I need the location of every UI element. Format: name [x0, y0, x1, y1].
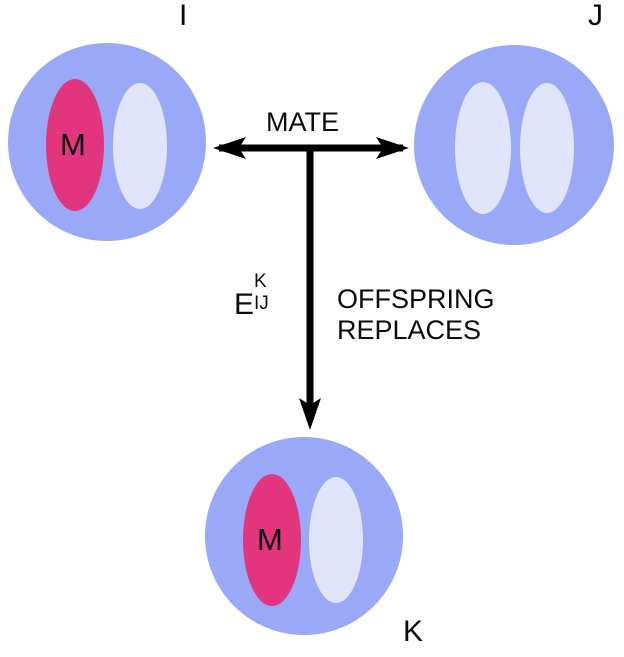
node-J	[414, 45, 614, 245]
node-label-J: J	[588, 0, 603, 32]
node-label-I: I	[179, 0, 188, 32]
node-J-allele-light-right	[520, 83, 574, 213]
node-I-cell	[8, 43, 206, 241]
edge-label-offspring-line2: REPLACES	[337, 315, 482, 345]
node-I-allele-magenta	[46, 79, 104, 211]
node-K-allele-magenta	[243, 474, 301, 606]
node-J-allele-light-left	[455, 82, 511, 214]
edge-offspring-arrowhead-down	[299, 398, 321, 430]
edge-mate-arrowhead-left	[213, 137, 246, 159]
edge-label-mate: MATE	[266, 107, 339, 137]
expression-superscript: K	[254, 271, 267, 292]
node-J-cell	[414, 45, 614, 245]
expression-base: E	[234, 288, 255, 321]
node-I	[8, 43, 206, 241]
node-I-allele-light	[113, 83, 167, 209]
node-I-allele-letter: M	[60, 127, 86, 162]
node-K-cell	[205, 437, 403, 635]
edge-label-offspring-line1: OFFSPRING	[337, 284, 495, 314]
edge-offspring-arrow	[299, 148, 321, 430]
node-K-allele-letter: M	[257, 522, 283, 557]
node-K	[205, 437, 403, 635]
node-K-allele-light	[309, 477, 363, 603]
edge-mate-arrowhead-right	[376, 137, 409, 159]
expression-subscript: IJ	[254, 293, 269, 314]
node-label-K: K	[403, 615, 424, 648]
edge-label-offspring-replaces: OFFSPRING REPLACES	[337, 284, 495, 346]
